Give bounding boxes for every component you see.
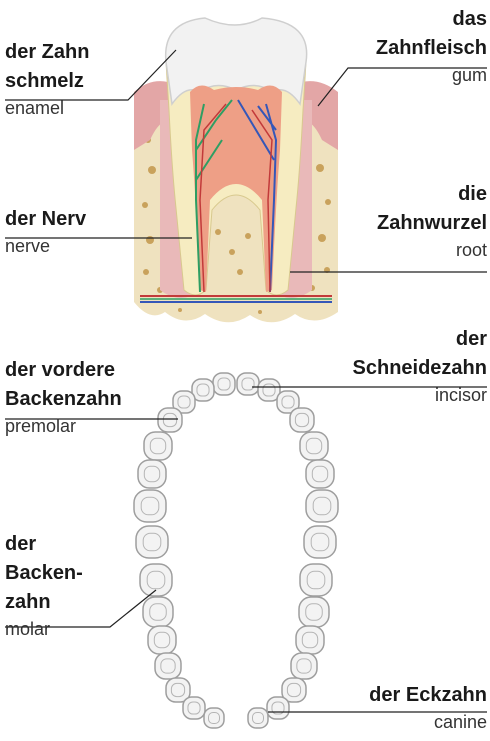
tooth-left-12 [155,653,181,679]
label-molar-de-3: zahn [5,588,83,617]
label-root: die Zahnwurzel root [377,180,487,262]
label-gum-de-1: das [376,5,487,34]
label-gum-de-2: Zahnfleisch [376,34,487,63]
tooth-right-12 [291,653,317,679]
label-canine-de-1: der Eckzahn [369,681,487,710]
label-incisor-de-1: der [353,325,487,354]
tooth-right-7 [306,490,338,522]
tooth-left-11 [148,626,176,654]
label-premolar: der vordere Backenzahn premolar [5,356,122,438]
label-molar-en: molar [5,617,83,641]
tooth-left-10 [143,597,173,627]
label-incisor: der Schneidezahn incisor [353,325,487,407]
tooth-right-9 [300,564,332,596]
tooth-right-4 [290,408,314,432]
tooth-right-11 [296,626,324,654]
label-enamel-en: enamel [5,96,89,120]
tooth-left-9 [140,564,172,596]
label-canine: der Eckzahn canine [369,681,487,734]
label-nerve-en: nerve [5,234,86,258]
tooth-right-1 [237,373,259,395]
tooth-left-4 [158,408,182,432]
tooth-right-10 [299,597,329,627]
label-gum: das Zahnfleisch gum [376,5,487,87]
label-enamel: der Zahn schmelz enamel [5,38,89,120]
tooth-right-15 [248,708,268,728]
tooth-left-8 [136,526,168,558]
label-gum-en: gum [376,63,487,87]
label-nerve-de-1: der Nerv [5,205,86,234]
tooth-cross-section [134,18,338,322]
tooth-left-6 [138,460,166,488]
label-molar: der Backen- zahn molar [5,530,83,641]
tooth-right-8 [304,526,336,558]
tooth-left-1 [213,373,235,395]
tooth-left-5 [144,432,172,460]
label-premolar-en: premolar [5,414,122,438]
tooth-right-14 [267,697,289,719]
tooth-right-6 [306,460,334,488]
label-premolar-de-1: der vordere [5,356,122,385]
label-root-en: root [377,238,487,262]
label-incisor-de-2: Schneidezahn [353,354,487,383]
tooth-left-7 [134,490,166,522]
label-root-de-2: Zahnwurzel [377,209,487,238]
label-root-de-1: die [377,180,487,209]
tooth-left-15 [204,708,224,728]
label-enamel-de-2: schmelz [5,67,89,96]
tooth-right-5 [300,432,328,460]
label-molar-de-1: der [5,530,83,559]
label-incisor-en: incisor [353,383,487,407]
tooth-left-14 [183,697,205,719]
label-canine-en: canine [369,710,487,734]
label-premolar-de-2: Backenzahn [5,385,122,414]
label-enamel-de-1: der Zahn [5,38,89,67]
dental-arch [134,373,338,728]
label-nerve: der Nerv nerve [5,205,86,258]
label-molar-de-2: Backen- [5,559,83,588]
